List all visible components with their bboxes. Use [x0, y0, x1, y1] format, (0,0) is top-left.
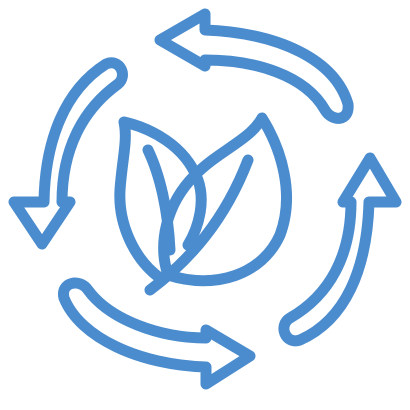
leaf-back-icon	[114, 116, 207, 284]
leaf-front-vein-icon	[144, 154, 254, 296]
arrow-right-icon	[278, 152, 402, 347]
arrow-left-icon	[8, 57, 128, 250]
arrow-bottom-icon	[58, 277, 256, 390]
arrow-top-icon	[154, 8, 354, 124]
leaf-front-icon	[158, 112, 292, 287]
